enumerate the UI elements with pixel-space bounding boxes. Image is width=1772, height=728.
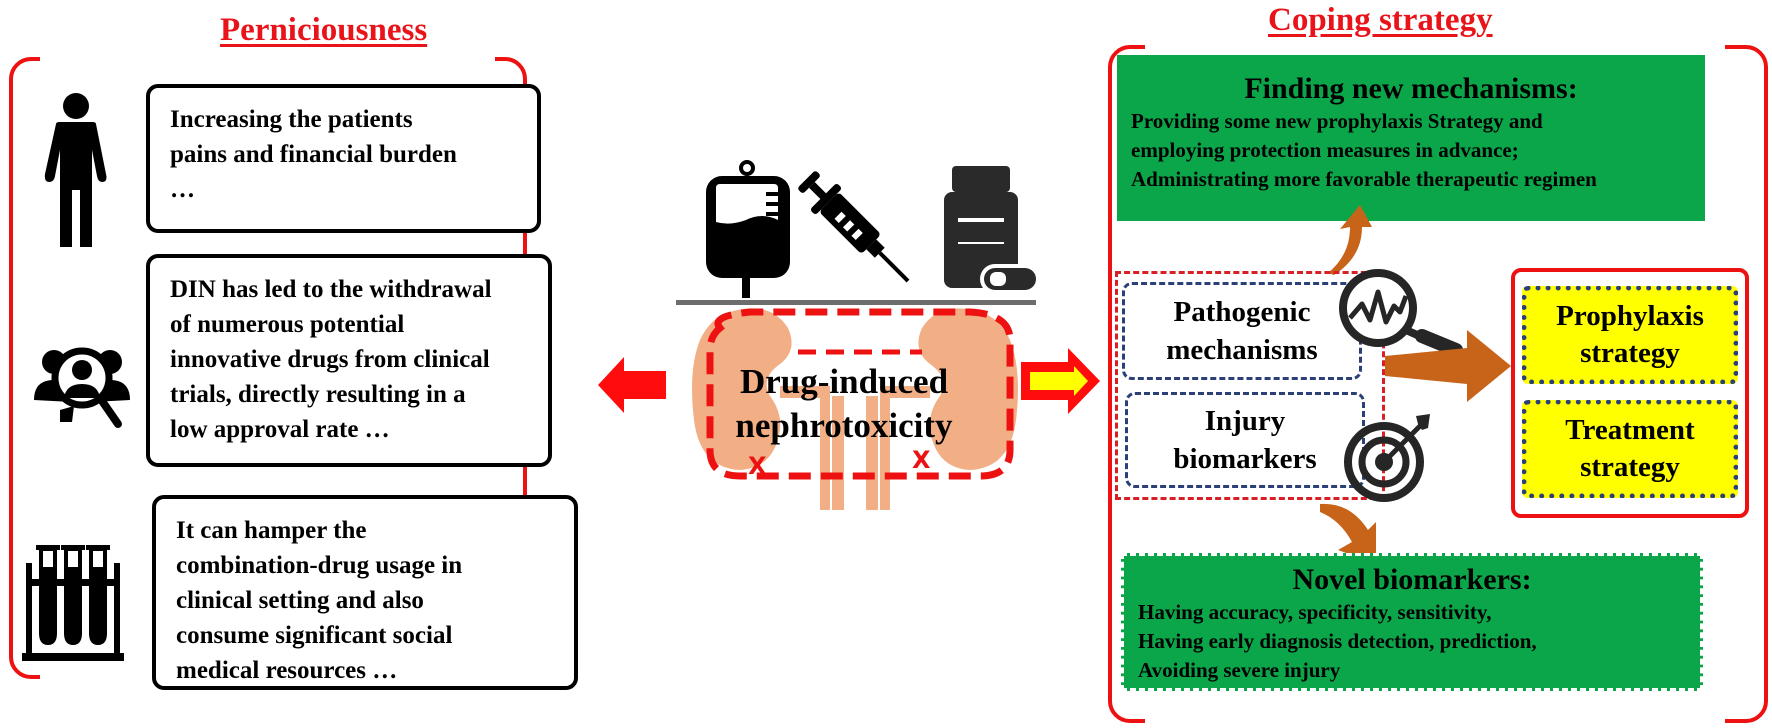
prophylaxis-strategy-box: Prophylaxis strategy [1522, 286, 1738, 384]
mechanisms-title: Finding new mechanisms: [1244, 72, 1578, 105]
text-line: low approval rate … [170, 416, 390, 443]
mechanisms-line: Providing some new prophylaxis Strategy … [1131, 109, 1543, 133]
text-line: clinical setting and also [176, 587, 424, 614]
left-arrow-icon [598, 357, 666, 413]
nephrotoxicity-label: Drug-induced nephrotoxicity [694, 360, 994, 448]
perniciousness-title: Perniciousness [220, 12, 428, 48]
text-line: consume significant social [176, 622, 453, 649]
target-dart-icon [1344, 414, 1430, 502]
text-line: of numerous potential [170, 311, 405, 338]
mechanisms-line: Administrating more favorable therapeuti… [1131, 167, 1597, 191]
text-line: combination-drug usage in [176, 552, 463, 579]
injury-biomarkers-box: Injury biomarkers [1125, 392, 1365, 488]
label-line: Injury [1204, 405, 1286, 437]
injury-mark-right: X [912, 446, 931, 474]
pathogenic-injury-group [1115, 271, 1385, 500]
iv-bag-icon [706, 160, 790, 298]
label-line: nephrotoxicity [735, 406, 953, 445]
biomarkers-line: Having early diagnosis detection, predic… [1138, 629, 1537, 653]
test-tubes-icon [22, 545, 124, 661]
shelf-line [676, 300, 1036, 305]
biomarkers-line: Having accuracy, specificity, sensitivit… [1138, 600, 1492, 624]
arrow-down-to-biomarkers [1320, 503, 1376, 564]
finding-mechanisms-box: Finding new mechanisms: Providing some n… [1117, 55, 1705, 221]
label-line: Drug-induced [739, 362, 949, 401]
biomarkers-line: Avoiding severe injury [1138, 658, 1341, 682]
right-arrow-icon [1021, 348, 1100, 414]
biomarkers-title: Novel biomarkers: [1292, 563, 1532, 596]
people-search-icon [34, 347, 130, 428]
text-line: It can hamper the [176, 517, 367, 544]
text-line: pains and financial burden [170, 141, 457, 168]
burden-textbox: Increasing the patients pains and financ… [146, 84, 541, 233]
label-line: mechanisms [1166, 334, 1318, 366]
text-line: trials, directly resulting in a [170, 381, 466, 408]
label-line: Pathogenic [1173, 296, 1311, 328]
text-line: innovative drugs from clinical [170, 346, 490, 373]
coping-strategy-title: Coping strategy [1268, 2, 1493, 38]
text-line: … [170, 176, 195, 203]
kidneys-icon [692, 308, 1018, 510]
label-line: strategy [1580, 451, 1680, 483]
text-line: medical resources … [176, 657, 398, 684]
injury-mark-left: X [748, 452, 767, 480]
text-line: DIN has led to the withdrawal [170, 276, 492, 303]
mechanisms-line: employing protection measures in advance… [1131, 138, 1519, 162]
treatment-strategy-box: Treatment strategy [1522, 400, 1738, 498]
label-line: Treatment [1565, 414, 1695, 446]
resources-textbox: It can hamper the combination-drug usage… [152, 495, 578, 690]
arrow-to-strategies [1385, 330, 1511, 402]
novel-biomarkers-box: Novel biomarkers: Having accuracy, speci… [1121, 553, 1703, 691]
withdrawal-textbox: DIN has led to the withdrawal of numerou… [146, 254, 552, 467]
magnifier-pulse-icon [1339, 269, 1463, 357]
label-line: strategy [1580, 337, 1680, 369]
person-icon [44, 93, 107, 247]
text-line: Increasing the patients [170, 106, 413, 133]
label-line: biomarkers [1173, 443, 1317, 475]
syringe-icon [798, 171, 910, 283]
arrow-up-to-mechanisms [1328, 205, 1372, 275]
pathogenic-mechanisms-box: Pathogenic mechanisms [1122, 282, 1362, 380]
pill-bottle-icon [944, 166, 1040, 294]
label-line: Prophylaxis [1556, 300, 1704, 332]
